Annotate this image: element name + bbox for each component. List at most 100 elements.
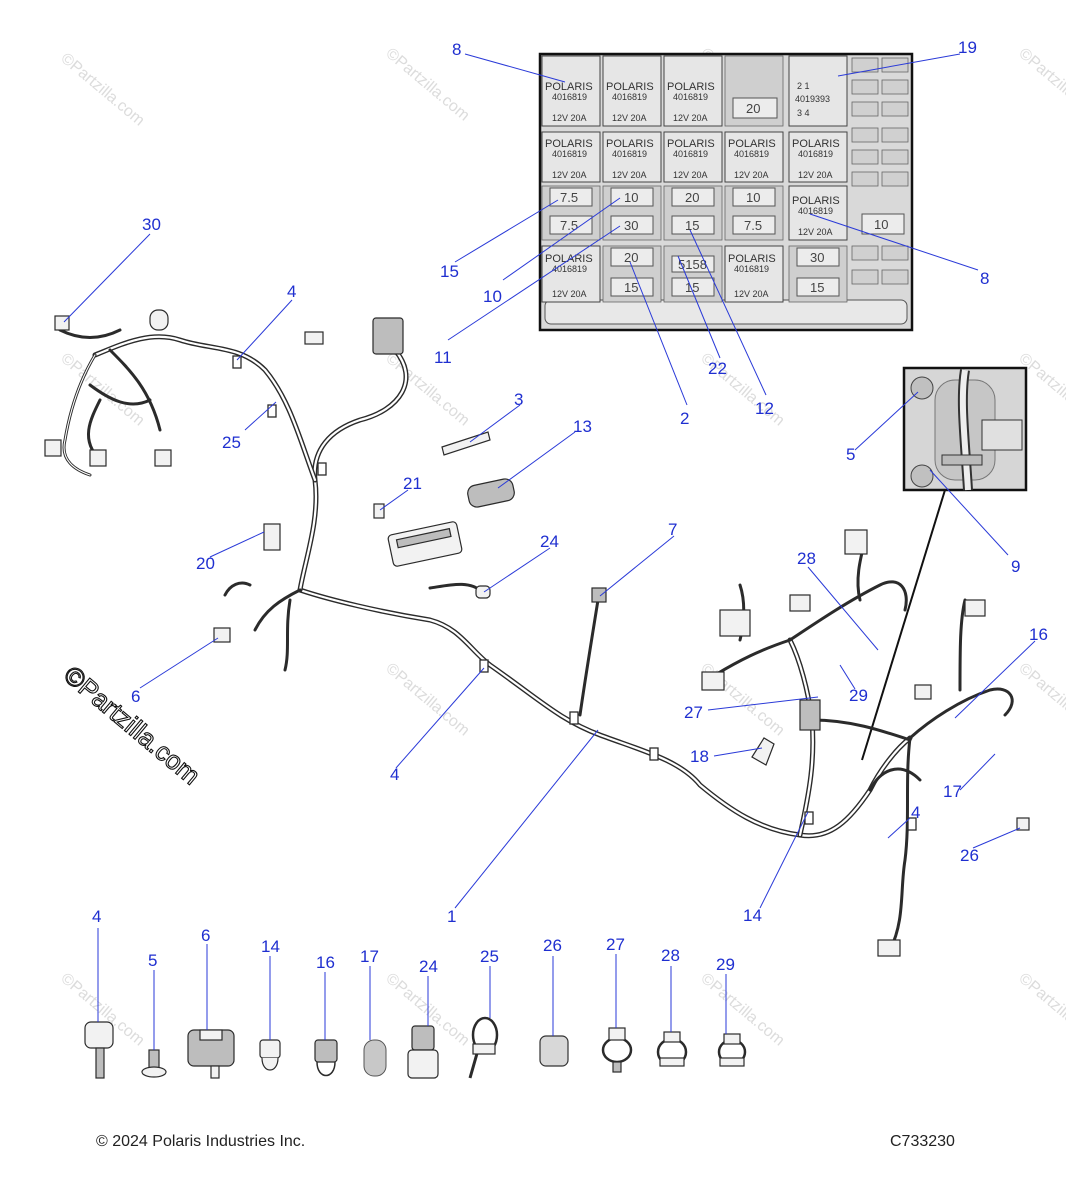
hardware-item-24 bbox=[407, 1025, 439, 1079]
svg-text:4016819: 4016819 bbox=[612, 92, 647, 102]
fuse-box-inset: POLARIS 4016819 12V 20A POLARIS 4016819 … bbox=[538, 52, 914, 332]
callout: 3 bbox=[514, 390, 523, 409]
watermark: ©Partzilla.com bbox=[1015, 970, 1066, 1049]
svg-text:POLARIS: POLARIS bbox=[792, 138, 840, 150]
svg-text:4016819: 4016819 bbox=[734, 264, 769, 274]
svg-text:5158: 5158 bbox=[678, 257, 707, 272]
callout: 6 bbox=[131, 687, 140, 706]
hardware-item-29 bbox=[717, 1033, 747, 1067]
svg-text:4016819: 4016819 bbox=[552, 149, 587, 159]
hardware-label: 5 bbox=[148, 951, 157, 970]
callout: 24 bbox=[540, 532, 559, 551]
svg-text:12V 20A: 12V 20A bbox=[798, 170, 833, 180]
main-harness bbox=[44, 309, 1030, 957]
svg-text:4019393: 4019393 bbox=[795, 94, 830, 104]
relay: POLARIS 4016819 12V 20A bbox=[724, 131, 784, 183]
svg-text:4016819: 4016819 bbox=[552, 264, 587, 274]
callout: 17 bbox=[943, 782, 962, 801]
callout: 7 bbox=[668, 520, 677, 539]
copyright-text: © 2024 Polaris Industries Inc. bbox=[96, 1133, 305, 1150]
svg-text:12V 20A: 12V 20A bbox=[673, 113, 708, 123]
svg-text:4016819: 4016819 bbox=[673, 92, 708, 102]
relay: POLARIS 4016819 12V 20A bbox=[602, 131, 662, 183]
watermark: ©Partzilla.com bbox=[697, 970, 787, 1049]
svg-text:POLARIS: POLARIS bbox=[792, 195, 840, 207]
relay: POLARIS 4016819 12V 20A bbox=[541, 55, 601, 127]
svg-text:POLARIS: POLARIS bbox=[667, 81, 715, 93]
callout: 4 bbox=[390, 765, 399, 784]
callout: 8 bbox=[980, 269, 989, 288]
svg-text:10: 10 bbox=[874, 217, 888, 232]
hardware-row bbox=[84, 1016, 747, 1079]
callouts: 8 19 15 10 11 8 22 12 2 30 4 25 3 13 5 9… bbox=[131, 38, 1048, 926]
hardware-label: 4 bbox=[92, 907, 101, 926]
hardware-item-28 bbox=[656, 1031, 688, 1067]
detail-inset bbox=[861, 366, 1028, 761]
svg-text:4016819: 4016819 bbox=[798, 206, 833, 216]
callout: 15 bbox=[440, 262, 459, 281]
hardware-label: 25 bbox=[480, 947, 499, 966]
svg-text:12V 20A: 12V 20A bbox=[673, 170, 708, 180]
callout: 4 bbox=[911, 803, 920, 822]
hardware-label: 28 bbox=[661, 946, 680, 965]
svg-text:POLARIS: POLARIS bbox=[728, 138, 776, 150]
hardware-item-25 bbox=[468, 1016, 499, 1079]
callout: 5 bbox=[846, 445, 855, 464]
relay-block: 2 1 4019393 3 4 bbox=[788, 55, 848, 127]
svg-text:POLARIS: POLARIS bbox=[545, 253, 593, 265]
svg-text:7.5: 7.5 bbox=[560, 218, 578, 233]
relay: POLARIS 4016819 12V 20A bbox=[788, 185, 848, 241]
svg-text:12V 20A: 12V 20A bbox=[734, 289, 769, 299]
relay: POLARIS 4016819 12V 20A bbox=[663, 55, 723, 127]
relay: POLARIS 4016819 12V 20A bbox=[602, 55, 662, 127]
relay: POLARIS 4016819 12V 20A bbox=[788, 131, 848, 183]
watermark: ©Partzilla.com bbox=[57, 50, 147, 129]
callout: 27 bbox=[684, 703, 703, 722]
hardware-item-27 bbox=[601, 1027, 633, 1073]
svg-text:POLARIS: POLARIS bbox=[606, 138, 654, 150]
svg-text:15: 15 bbox=[685, 218, 699, 233]
svg-text:12V 20A: 12V 20A bbox=[552, 113, 587, 123]
svg-text:12V 20A: 12V 20A bbox=[552, 289, 587, 299]
callout: 9 bbox=[1011, 557, 1020, 576]
callout: 22 bbox=[708, 359, 727, 378]
hardware-label: 24 bbox=[419, 957, 438, 976]
leader-lines bbox=[63, 53, 1036, 1050]
callout: 28 bbox=[797, 549, 816, 568]
hardware-item-17 bbox=[363, 1039, 387, 1077]
fuse bbox=[732, 97, 778, 119]
svg-text:20: 20 bbox=[624, 250, 638, 265]
relay: POLARIS 4016819 12V 20A bbox=[724, 245, 784, 303]
svg-text:20: 20 bbox=[685, 190, 699, 205]
svg-text:4016819: 4016819 bbox=[612, 149, 647, 159]
svg-text:10: 10 bbox=[624, 190, 638, 205]
callout: 2 bbox=[680, 409, 689, 428]
svg-text:2 1: 2 1 bbox=[797, 81, 810, 91]
callout: 26 bbox=[960, 846, 979, 865]
svg-text:10: 10 bbox=[746, 190, 760, 205]
svg-text:30: 30 bbox=[810, 250, 824, 265]
hardware-label: 26 bbox=[543, 936, 562, 955]
partzilla-logo: ©Partzilla.com bbox=[58, 660, 206, 791]
svg-text:15: 15 bbox=[685, 280, 699, 295]
relay: POLARIS 4016819 12V 20A bbox=[541, 131, 601, 183]
hardware-label: 6 bbox=[201, 926, 210, 945]
hardware-item-5 bbox=[141, 1049, 167, 1078]
svg-text:4016819: 4016819 bbox=[673, 149, 708, 159]
hardware-item-16 bbox=[314, 1039, 338, 1077]
relay: POLARIS 4016819 12V 20A bbox=[663, 131, 723, 183]
svg-text:7.5: 7.5 bbox=[560, 190, 578, 205]
hardware-labels: 4 5 6 14 16 17 24 25 26 27 28 29 bbox=[92, 907, 735, 976]
svg-text:3 4: 3 4 bbox=[797, 108, 810, 118]
callout: 29 bbox=[849, 686, 868, 705]
callout: 8 bbox=[452, 40, 461, 59]
svg-text:7.5: 7.5 bbox=[744, 218, 762, 233]
callout: 21 bbox=[403, 474, 422, 493]
hardware-label: 14 bbox=[261, 937, 280, 956]
callout: 20 bbox=[196, 554, 215, 573]
watermark: ©Partzilla.com bbox=[1015, 660, 1066, 739]
callout: 16 bbox=[1029, 625, 1048, 644]
svg-text:15: 15 bbox=[624, 280, 638, 295]
callout: 12 bbox=[755, 399, 774, 418]
